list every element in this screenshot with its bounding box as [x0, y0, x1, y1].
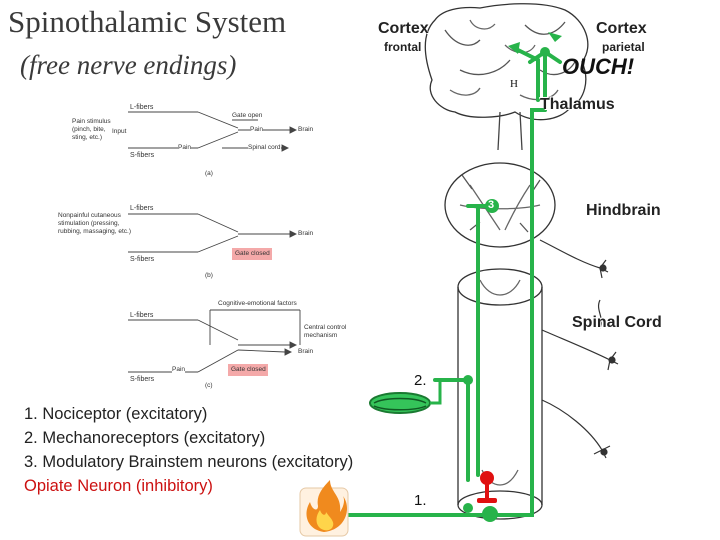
- spinal-cord-column: [457, 268, 543, 520]
- legend: 1. Nociceptor (excitatory) 2. Mechanorec…: [24, 402, 353, 498]
- diagram-b-sfibers: S-fibers: [130, 256, 155, 263]
- diagram-c-lfibers: L-fibers: [130, 312, 154, 319]
- brainstem-neuron-3: [485, 199, 499, 213]
- gate-diagram-b: [128, 213, 298, 260]
- diagram-b-brain: Brain: [298, 230, 314, 237]
- ouch-label: OUCH!: [562, 54, 635, 79]
- cortex-parietal-sublabel: parietal: [602, 40, 645, 54]
- legend-item-opiate: Opiate Neuron (inhibitory): [24, 477, 213, 495]
- thalamus-label: Thalamus: [540, 96, 615, 113]
- diagram-b-stimulus: Nonpainful cutaneous stimulation (pressi…: [58, 212, 131, 235]
- cortex-frontal-sublabel: frontal: [384, 40, 422, 54]
- diagram-a-caption: (a): [205, 170, 213, 177]
- marker-1: 1.: [414, 492, 427, 509]
- thalamus-node: [540, 47, 550, 57]
- diagram-a-lfibers: L-fibers: [130, 104, 154, 111]
- legend-item-mechanoreceptors: 2. Mechanoreceptors (excitatory): [24, 429, 266, 447]
- brain-cross-section: [424, 3, 589, 151]
- arrowhead-cortex: [548, 32, 562, 42]
- flame-icon: [299, 480, 349, 537]
- marker-h: H: [510, 78, 518, 90]
- diagram-b-lfibers: L-fibers: [130, 205, 154, 212]
- diagram-c-central: Central control mechanism: [304, 324, 347, 339]
- diagram-a-input: Input: [112, 128, 127, 135]
- page-subtitle: (free nerve endings): [20, 50, 236, 81]
- marker-2: 2.: [414, 372, 427, 389]
- nociceptor-node: [463, 503, 473, 513]
- diagram-c-pain: Pain: [172, 366, 186, 373]
- diagram-a-cord: Spinal cord: [248, 144, 281, 151]
- pain-pathway: [343, 48, 562, 517]
- diagram-a-pain1: Pain: [250, 126, 264, 133]
- page-title: Spinothalamic System: [8, 4, 287, 39]
- dorsal-horn-node: [482, 506, 498, 522]
- marker-3: 3: [488, 199, 495, 211]
- diagram-c-sfibers: S-fibers: [130, 376, 155, 383]
- diagram-b-caption: (b): [205, 272, 213, 279]
- gate-diagram-c: [128, 309, 301, 376]
- legend-item-modulatory: 3. Modulatory Brainstem neurons (excitat…: [24, 453, 354, 471]
- diagram-a-gate: Gate open: [232, 112, 263, 119]
- diagram-a-stimulus: Pain stimulus (pinch, bite, sting, etc.): [72, 118, 111, 141]
- diagram-c-caption: (c): [205, 382, 213, 389]
- mechanoreceptor-node: [463, 375, 473, 385]
- subtitle-text: (free nerve endings): [20, 50, 237, 80]
- cortex-frontal-label: Cortex: [378, 20, 429, 37]
- spinal-cord-label: Spinal Cord: [572, 314, 662, 331]
- diagram-c-factors: Cognitive-emotional factors: [218, 300, 297, 307]
- arrowhead-cortex-left: [508, 42, 520, 54]
- cortex-parietal-label: Cortex: [596, 20, 647, 37]
- legend-item-nociceptor: 1. Nociceptor (excitatory): [24, 405, 208, 423]
- diagram-c-gate: Gate closed: [231, 366, 266, 373]
- diagram-a-pain2: Pain: [178, 144, 192, 151]
- diagram-a-sfibers: S-fibers: [130, 152, 155, 159]
- opiate-neuron-icon: [477, 471, 497, 503]
- diagram-b-gate: Gate closed: [235, 250, 270, 257]
- mechanoreceptor-icon: [369, 380, 442, 414]
- hindbrain-label: Hindbrain: [586, 202, 661, 219]
- diagram-c-brain: Brain: [298, 348, 314, 355]
- gate-control-diagrams: [128, 111, 301, 376]
- hindbrain-section: [444, 162, 556, 248]
- diagram-a-brain: Brain: [298, 126, 314, 133]
- peripheral-neurons: [539, 239, 619, 459]
